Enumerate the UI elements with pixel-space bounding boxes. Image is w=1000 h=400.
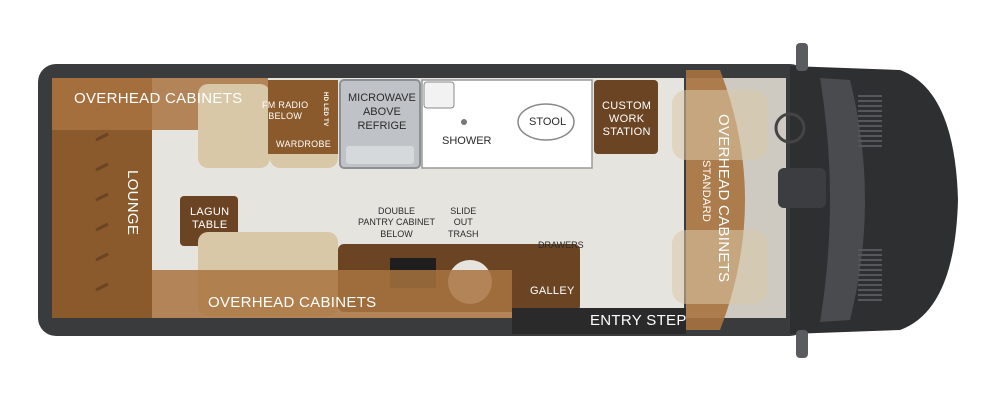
- passenger-seat: [672, 230, 768, 304]
- stool-label: STOOL: [529, 116, 567, 128]
- microwave-label: MICROWAVE ABOVE REFRIGE: [348, 92, 416, 133]
- work-station-label: CUSTOM WORK STATION: [602, 100, 651, 140]
- work-station-line1: CUSTOM: [602, 100, 652, 112]
- overhead-cabinets-front-standard: STANDARD: [700, 160, 712, 223]
- trash-label: SLIDE OUT TRASH: [448, 206, 479, 240]
- lounge-label: LOUNGE: [124, 170, 141, 236]
- wardrobe-cabinet: [268, 80, 338, 154]
- galley-label: GALLEY: [530, 285, 575, 297]
- trash-line2: OUT: [453, 217, 473, 228]
- wardrobe-label: WARDROBE: [276, 139, 332, 149]
- entry-step-label: ENTRY STEP: [590, 312, 687, 329]
- pantry-line1: DOUBLE: [378, 206, 416, 216]
- lagun-table-line1: LAGUN: [190, 206, 230, 218]
- fm-radio-line1: FM RADIO: [262, 100, 309, 110]
- steering-wheel: [774, 112, 806, 144]
- trash-line1: SLIDE: [450, 206, 477, 216]
- lagun-table-line2: TABLE: [191, 219, 228, 232]
- overhead-cabinets-bottom-label: OVERHEAD CABINETS: [208, 294, 377, 311]
- dashboard-console: [778, 168, 826, 208]
- sink: [423, 81, 455, 109]
- work-station-line2: WORK: [608, 113, 645, 126]
- microwave-line3: REFRIGE: [357, 119, 407, 132]
- windshield: [820, 78, 865, 322]
- overhead-cabinets-top-label: OVERHEAD CABINETS: [74, 90, 243, 107]
- work-station: [594, 80, 658, 154]
- hd-led-tv-label: HD LED TV: [322, 92, 328, 127]
- drain: [461, 119, 467, 125]
- mirror-bottom: [796, 330, 808, 358]
- microwave-line2: ABOVE: [362, 105, 401, 118]
- driver-seat: [672, 90, 768, 160]
- trash-line3: TRASH: [448, 228, 479, 239]
- work-station-line3: STATION: [602, 126, 651, 139]
- front-vents: [858, 95, 882, 301]
- lagun-table-label: LAGUN TABLE: [190, 206, 229, 232]
- shower-label: SHOWER: [442, 135, 492, 147]
- drawers-label: DRAWERS: [538, 240, 584, 250]
- fm-radio-label: FM RADIO BELOW: [262, 100, 308, 122]
- overhead-cabinets-front-label: OVERHEAD CABINETS: [715, 114, 732, 283]
- entry-step: [512, 308, 686, 334]
- pantry-line3: BELOW: [380, 228, 413, 239]
- microwave-line1: MICROWAVE: [348, 92, 416, 104]
- refrigerator-door: [346, 146, 414, 164]
- overhead-cabinet-bottom: [152, 270, 512, 318]
- mirror-top: [796, 43, 808, 71]
- fm-radio-line2: BELOW: [268, 110, 303, 121]
- pantry-line2: PANTRY CABINET: [358, 217, 436, 228]
- pantry-label: DOUBLE PANTRY CABINET BELOW: [358, 206, 435, 240]
- seat-top: [198, 84, 270, 168]
- toilet: [517, 103, 575, 141]
